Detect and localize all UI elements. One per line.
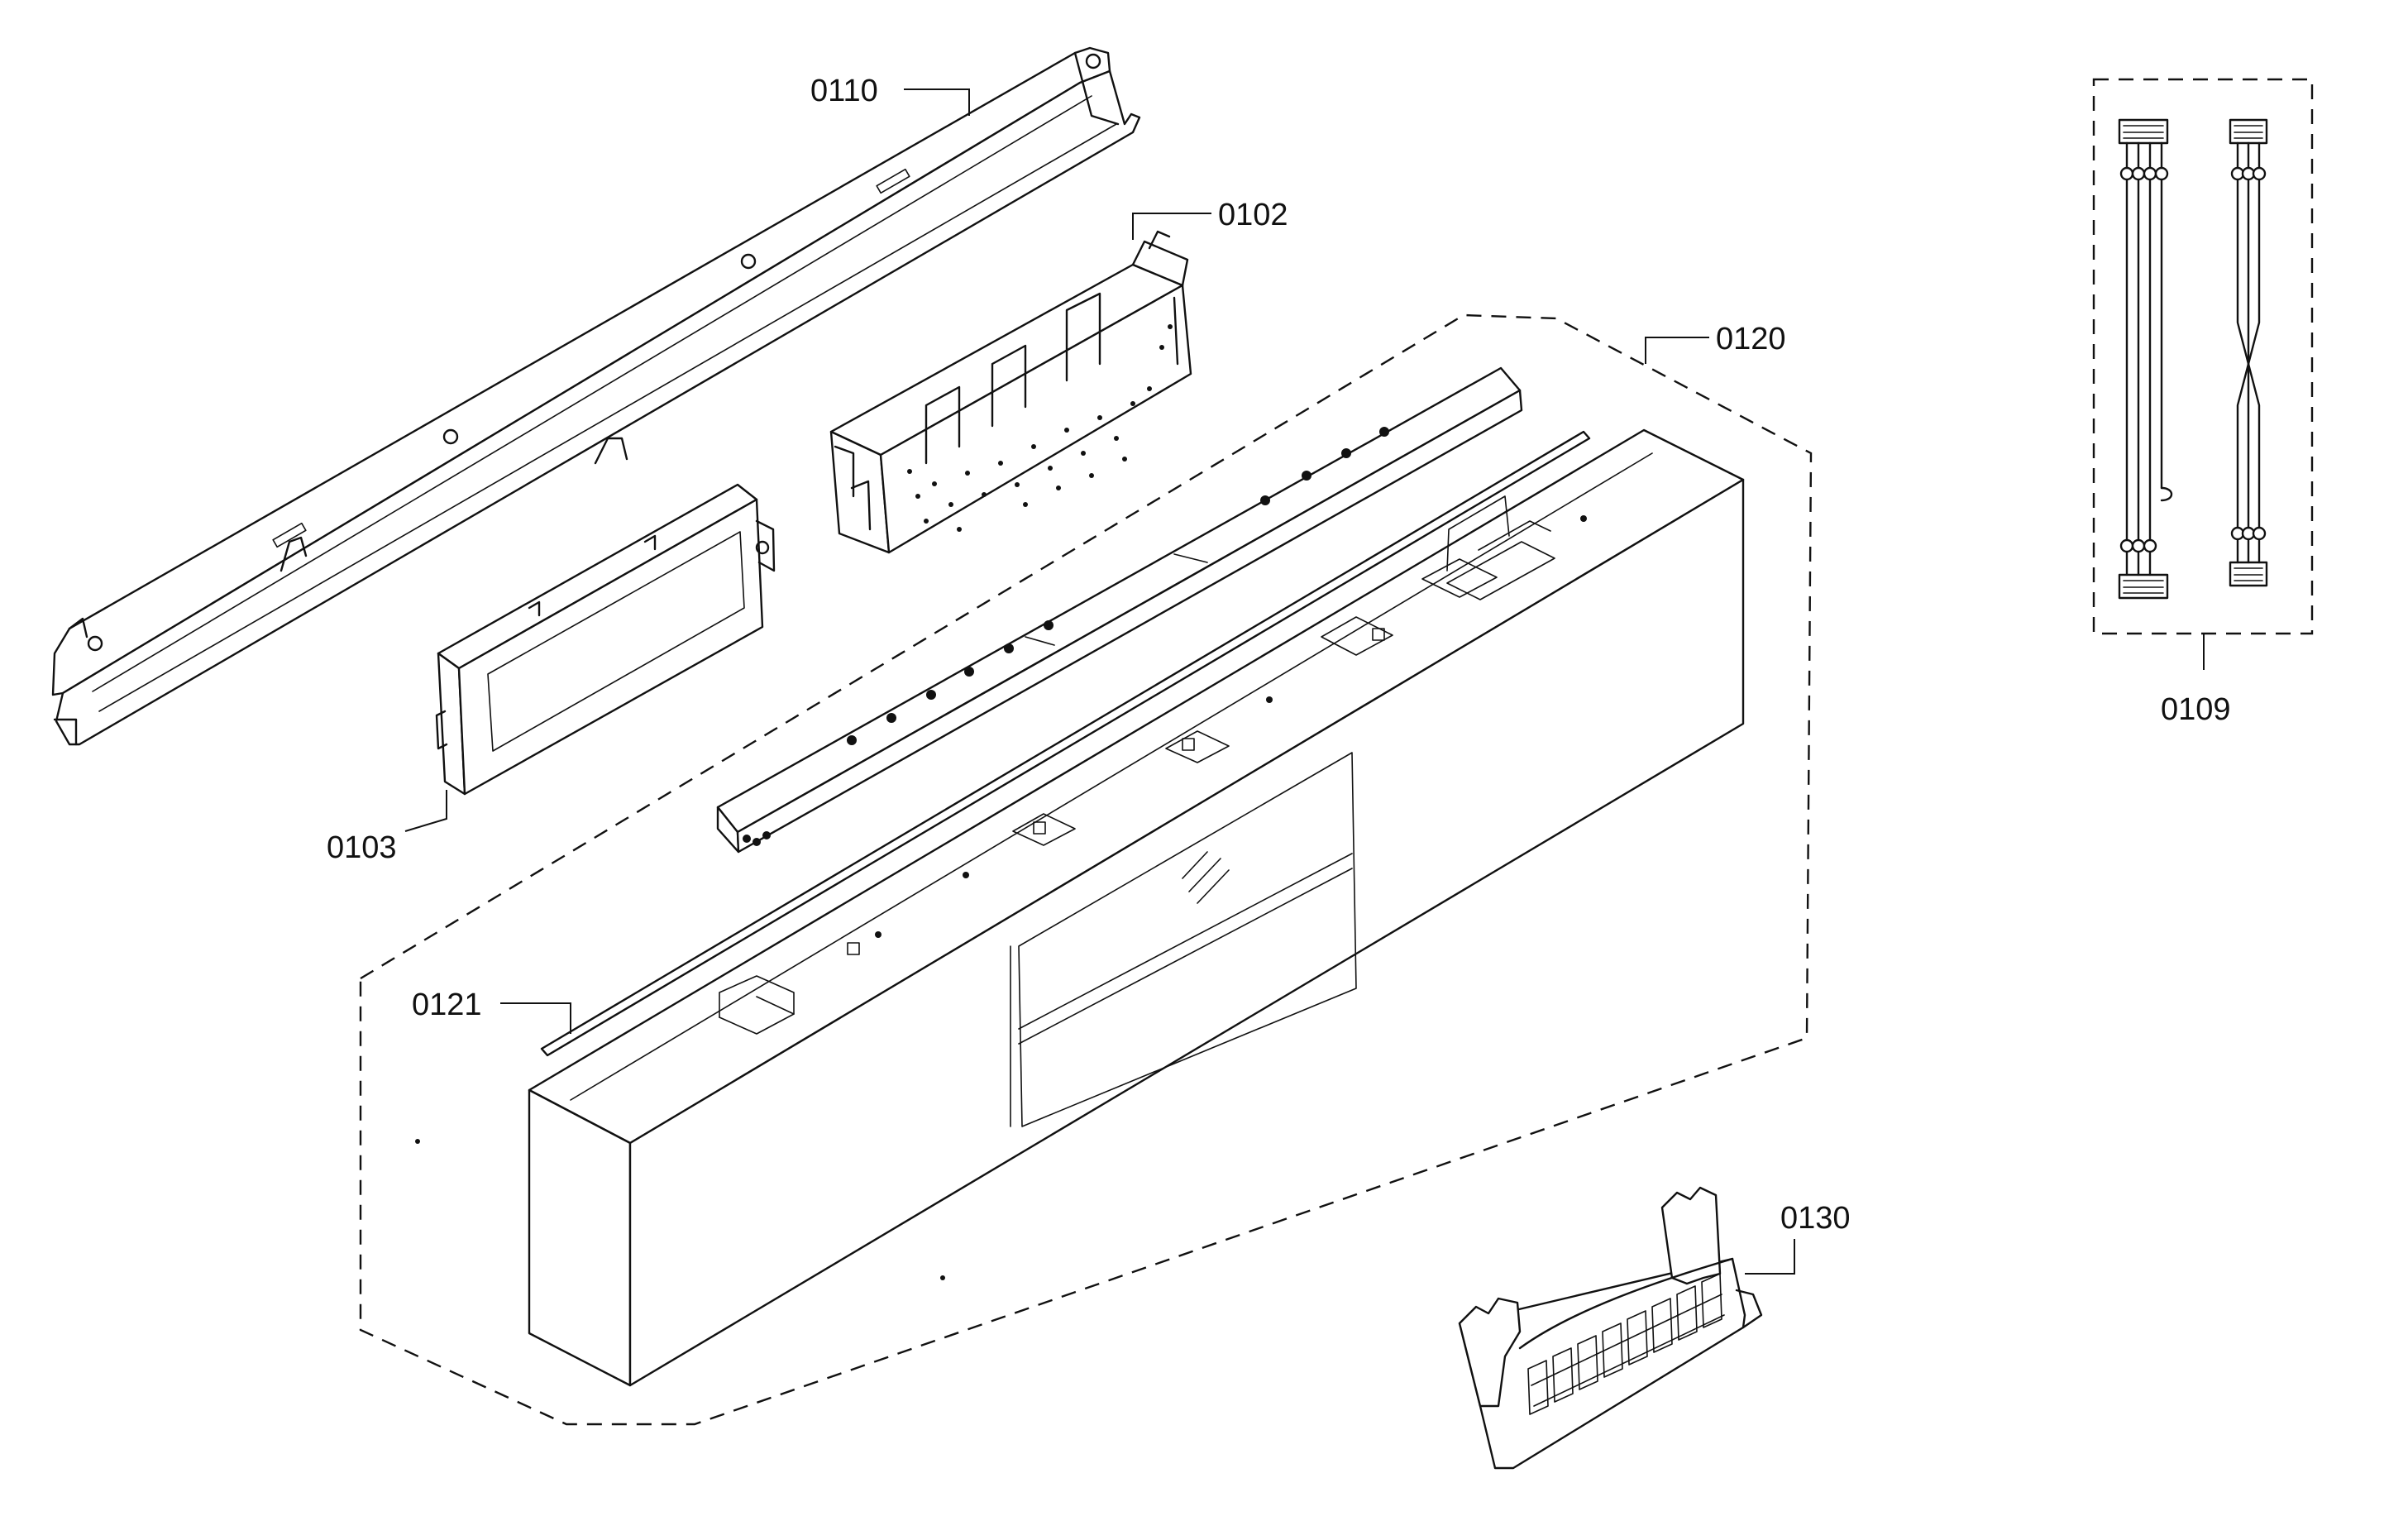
part-bracket-0130 [1458,1186,1763,1470]
part-module-0102 [829,230,1192,554]
label-0120: 0120 [1716,322,1786,356]
stray-mark [415,1139,420,1144]
part-display-0103 [435,483,776,796]
label-0109: 0109 [2161,692,2231,727]
part-panel-0120 [359,313,1813,1426]
callout-harness: 0109 [2161,634,2231,727]
callout-bracket: 0130 [1745,1201,1851,1275]
part-harness-0109 [2092,78,2314,635]
part-rail-0110 [51,46,1141,746]
callout-strip: 0121 [412,988,571,1034]
callout-display: 0103 [327,790,447,865]
part-strip-0121 [540,430,1591,1057]
label-0121: 0121 [412,988,482,1022]
label-0130: 0130 [1780,1201,1851,1236]
label-0103: 0103 [327,830,397,865]
label-0110: 0110 [810,74,878,108]
stray-mark [940,1275,945,1280]
label-0102: 0102 [1218,198,1288,232]
callout-panel: 0120 [1645,322,1786,364]
callout-module: 0102 [1132,198,1288,240]
callout-rail: 0110 [810,74,970,116]
